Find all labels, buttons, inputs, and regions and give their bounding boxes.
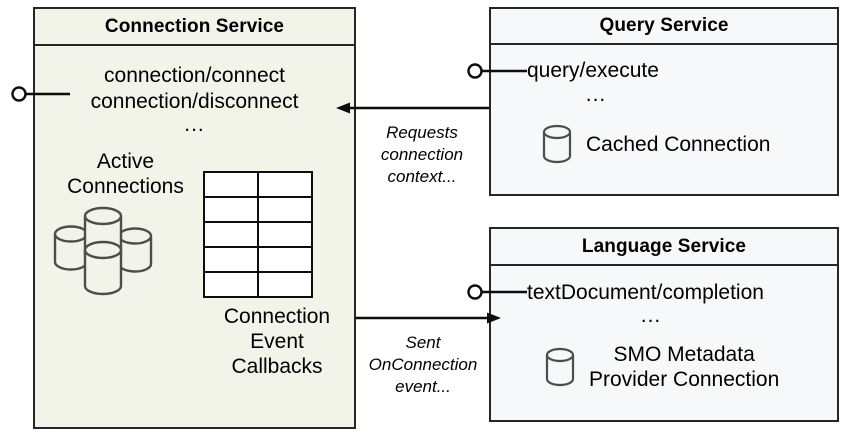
language-service-ellipsis: ... [640,304,662,327]
connector-connection-to-language[interactable] [356,312,501,324]
cached-connection-row: Cached Connection [540,123,770,165]
database-cylinder-icon [542,124,572,164]
query-service-api-list: query/execute [527,59,659,82]
language-service-body: textDocument/completion ... SMO Metadata… [491,266,837,420]
query-service-title: Query Service [491,9,837,45]
component-connection-service[interactable]: Connection Service connection/connect co… [33,7,356,429]
query-service-ellipsis: ... [585,83,607,106]
database-cylinder-icon [545,347,575,387]
connection-service-api-list: connection/connect connection/disconnect [90,64,299,113]
cached-connection-label: Cached Connection [586,132,771,156]
connection-service-body: connection/connect connection/disconnect… [35,46,354,427]
connector-note-requests-connection-context: Requests connection context... [380,123,464,186]
smo-metadata-provider-label: SMO Metadata Provider Connection [589,343,780,391]
active-connections-label: Active Connections [67,150,184,198]
connection-event-callbacks-table [203,171,313,298]
component-query-service[interactable]: Query Service query/execute ... Cached C… [489,7,839,196]
language-service-api-list: textDocument/completion [527,281,764,304]
active-connections-database-cluster-icon [53,206,153,296]
connector-note-sent-onconnection-event: Sent OnConnection event... [368,333,478,396]
component-language-service[interactable]: Language Service textDocument/completion… [489,227,839,422]
connection-event-callbacks-label: Connection Event Callbacks [223,305,331,378]
smo-metadata-provider-row: SMO Metadata Provider Connection [543,342,779,392]
connection-service-title: Connection Service [35,9,354,46]
query-service-body: query/execute ... Cached Connection [491,45,837,194]
language-service-title: Language Service [491,229,837,266]
connection-service-ellipsis: ... [184,113,205,136]
connector-query-to-connection[interactable] [336,102,489,114]
